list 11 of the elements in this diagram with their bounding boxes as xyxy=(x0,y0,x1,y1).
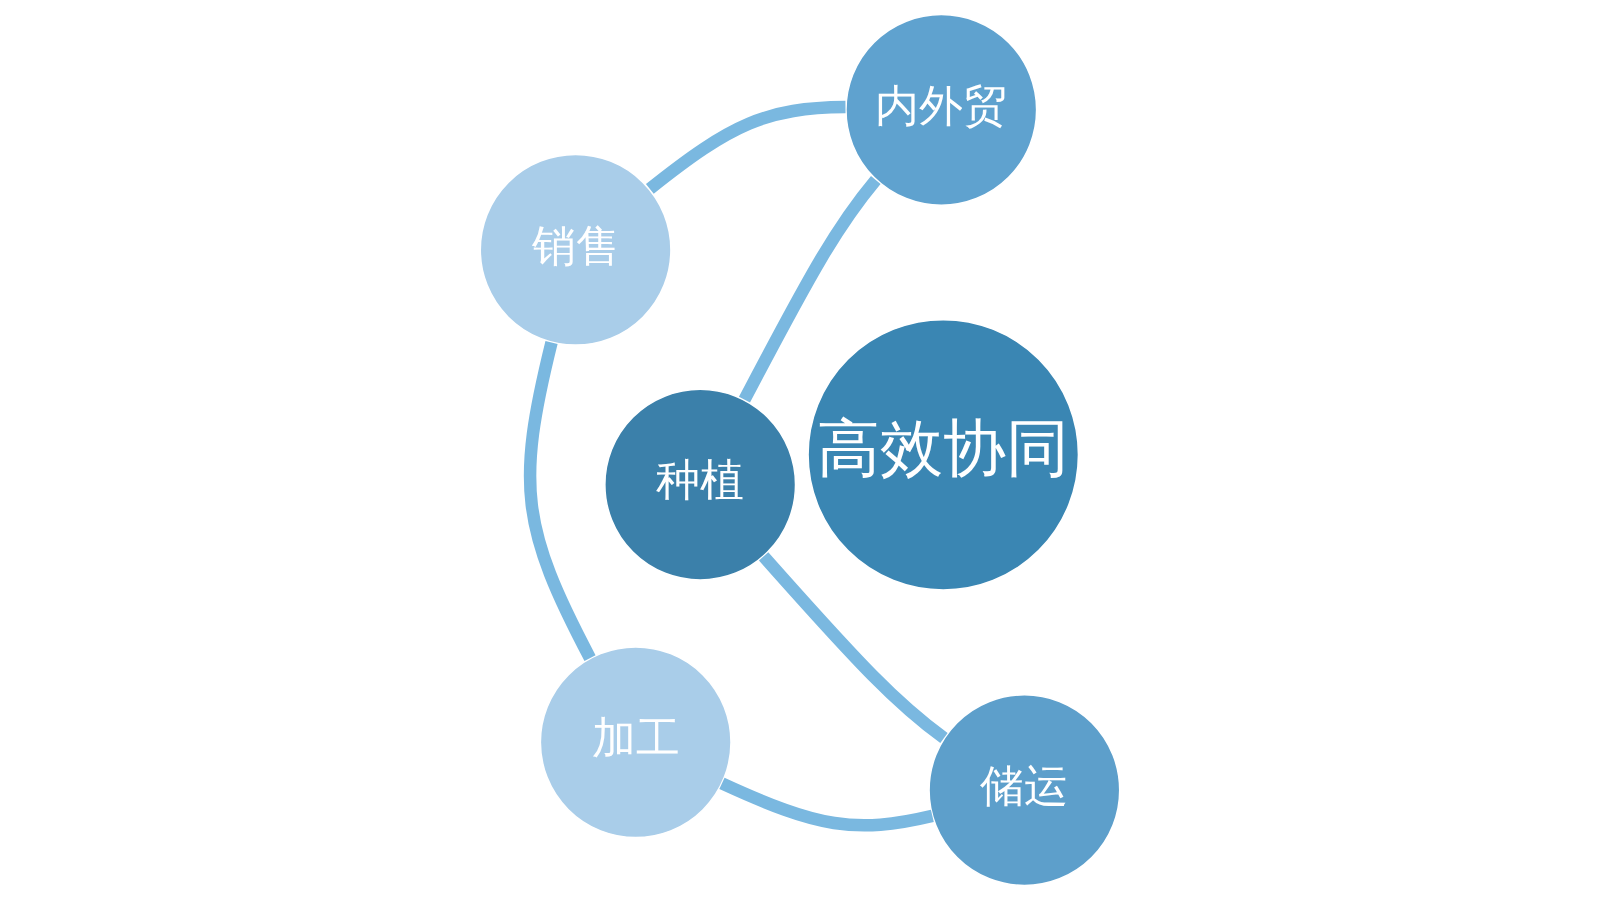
node-circle: 储运 xyxy=(928,694,1121,887)
node-circle: 内外贸 xyxy=(845,13,1038,206)
node-circle: 种植 xyxy=(604,388,797,581)
connector xyxy=(738,175,881,403)
node-circle: 销售 xyxy=(479,153,672,346)
node-circle: 加工 xyxy=(539,646,732,839)
node-circle: 高效协同 xyxy=(807,318,1080,591)
connector xyxy=(645,100,846,194)
connector xyxy=(719,777,934,832)
connector xyxy=(523,340,596,661)
connector xyxy=(758,552,948,744)
